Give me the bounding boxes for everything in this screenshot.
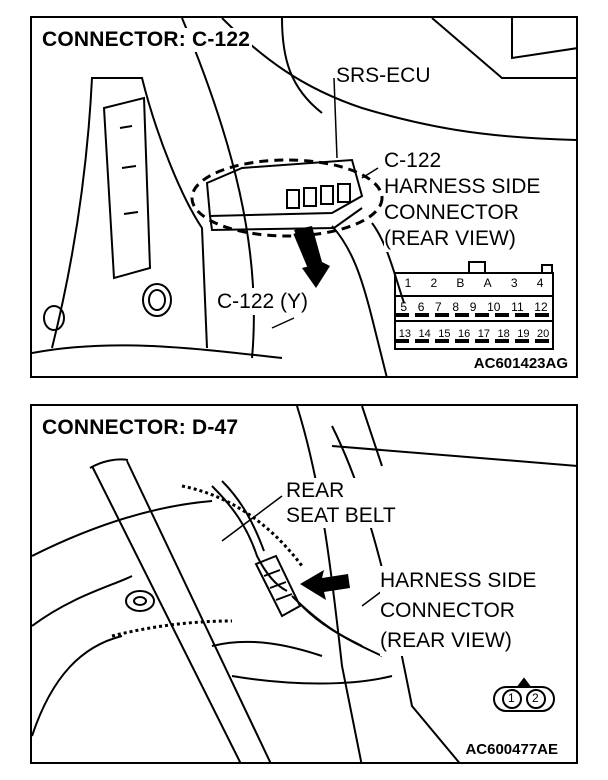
harness-side-connector-label: C-122 HARNESS SIDE CONNECTOR (REAR VIEW): [384, 148, 541, 252]
rear-seat-belt-label: REAR SEAT BELT: [286, 478, 396, 528]
connector-title: CONNECTOR: D-47: [40, 416, 241, 440]
pin-label: 18: [497, 328, 510, 340]
rear-seat-belt-location-illustration: [32, 406, 576, 762]
pin-label: 13: [398, 328, 411, 340]
srs-ecu-location-illustration: [32, 18, 576, 376]
pin-row-top: 1 2 B A 3 4: [395, 276, 553, 290]
pin-label: 1: [508, 691, 515, 705]
connector-color-label: C-122 (Y): [217, 288, 309, 315]
figure-code: AC600477AE: [465, 741, 558, 758]
label-line: SEAT BELT: [286, 504, 396, 527]
label-line: HARNESS SIDE: [384, 175, 541, 198]
pin-label: 8: [452, 300, 460, 314]
connector-c122-panel: CONNECTOR: C-122 SRS-ECU C-122 HARNESS S…: [30, 16, 578, 378]
c122-pinout-diagram: [394, 261, 554, 350]
pin-label: 15: [438, 328, 451, 340]
label-line: (REAR VIEW): [384, 227, 516, 250]
label-line: REAR: [286, 479, 345, 502]
pin-label: 4: [536, 276, 544, 290]
pin-label: 6: [417, 300, 425, 314]
pin-label: 16: [458, 328, 471, 340]
pin-label: 5: [400, 300, 408, 314]
pin-label: 10: [487, 300, 501, 314]
pin-label: 12: [534, 300, 548, 314]
label-line: HARNESS SIDE: [380, 569, 537, 592]
pin-label: 11: [511, 300, 524, 314]
pin-label: 14: [418, 328, 431, 340]
pin-row-bottom: 13 14 15 16 17 18 19 20: [395, 328, 553, 340]
connector-title: CONNECTOR: C-122: [40, 28, 253, 52]
label-line: CONNECTOR: [384, 201, 519, 224]
pin-label: 17: [477, 328, 490, 340]
harness-side-connector-label: HARNESS SIDE CONNECTOR (REAR VIEW): [380, 566, 537, 656]
pin-label: 2: [532, 691, 539, 705]
pin-label: 9: [469, 300, 477, 314]
pin-label: 1: [404, 276, 412, 290]
label-line: C-122: [384, 149, 442, 172]
pin-label: 7: [435, 300, 442, 314]
connector-d47-panel: CONNECTOR: D-47 REAR SEAT BELT HARNESS S…: [30, 404, 578, 764]
pin-label: 2: [430, 276, 438, 290]
figure-code: AC601423AG: [473, 355, 568, 372]
pin-label: 20: [537, 328, 550, 340]
srs-ecu-label: SRS-ECU: [336, 62, 431, 89]
d47-pinout-diagram: [493, 677, 555, 712]
pin-label: 3: [510, 276, 518, 290]
pin-row-middle: 5 6 7 8 9 10 11 12: [395, 300, 553, 314]
pin-label: B: [456, 276, 465, 290]
label-line: CONNECTOR: [380, 599, 515, 622]
label-line: (REAR VIEW): [380, 629, 512, 652]
pin-label: 19: [517, 328, 530, 340]
pin-label: A: [483, 276, 492, 290]
